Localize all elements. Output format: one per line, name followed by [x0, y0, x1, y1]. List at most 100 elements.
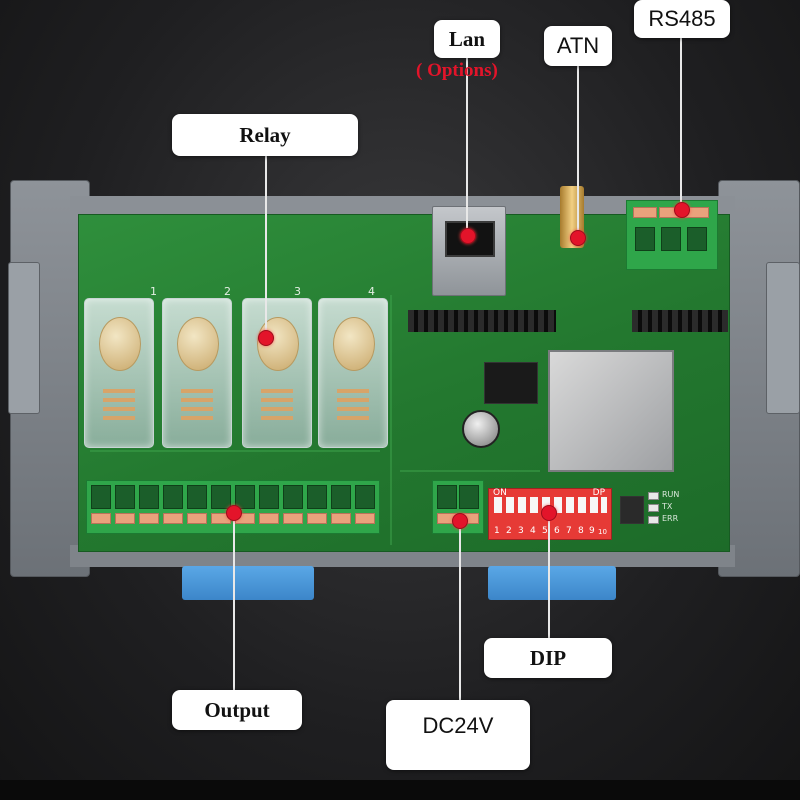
dip-number: 2: [506, 526, 512, 536]
led-tx: [648, 504, 659, 512]
led-label-run: RUN: [662, 490, 680, 499]
terminal-screw: [91, 485, 111, 509]
terminal-pin: [259, 513, 279, 524]
din-clip-left: [182, 566, 314, 600]
pin-header-row: [632, 310, 728, 332]
terminal-screw: [459, 485, 479, 509]
rs485-callout: RS485: [634, 0, 730, 38]
pcb-trace: [400, 470, 540, 472]
terminal-pin: [283, 513, 303, 524]
atn-callout: ATN: [544, 26, 612, 66]
relay-pins: [103, 389, 135, 425]
leader-line-dc24v: [459, 520, 461, 706]
dip-number: 9: [589, 526, 595, 536]
dip-number: 4: [530, 526, 536, 536]
dip-toggle: [601, 497, 607, 513]
terminal-screw: [163, 485, 183, 509]
dip-number: 1: [494, 526, 500, 536]
dip-toggle: [494, 497, 502, 513]
rs485-label: RS485: [648, 6, 716, 31]
relay-pins: [337, 389, 369, 425]
relay-3: [242, 298, 312, 448]
dip-callout: DIP: [484, 638, 612, 678]
terminal-screw: [235, 485, 255, 509]
dip-number: 10: [598, 528, 607, 536]
terminal-screw: [635, 227, 655, 251]
rs485-terminal-block: [626, 200, 718, 270]
lan-port-socket: [445, 221, 495, 257]
dip-number: 5: [542, 526, 548, 536]
dip-number: 6: [554, 526, 560, 536]
leader-line-atn: [577, 60, 579, 238]
right-side-tab: [766, 262, 800, 414]
terminal-pin: [91, 513, 111, 524]
relay-pins: [181, 389, 213, 425]
terminal-pin: [331, 513, 351, 524]
relay-4: [318, 298, 388, 448]
pin-header-row: [408, 310, 556, 332]
terminal-screw: [139, 485, 159, 509]
bottom-shadow-bar: [0, 780, 800, 800]
dip-toggle: [518, 497, 526, 513]
marker-atn: [570, 230, 586, 246]
led-label-tx: TX: [662, 502, 673, 511]
marker-dc24v: [452, 513, 468, 529]
dip-dp-label: DP: [592, 488, 605, 498]
terminal-pin: [115, 513, 135, 524]
pcb-trace: [90, 450, 380, 452]
dip-toggle: [590, 497, 598, 513]
relay-coil: [177, 317, 219, 371]
relay-number-3: 3: [294, 285, 301, 298]
marker-rs485: [674, 202, 690, 218]
lan-callout: Lan: [434, 20, 500, 58]
marker-dip: [541, 505, 557, 521]
terminal-pin: [163, 513, 183, 524]
lan-port: [432, 206, 506, 296]
output-callout: Output: [172, 690, 302, 730]
led-err: [648, 516, 659, 524]
dip-toggle: [530, 497, 538, 513]
terminal-screw: [115, 485, 135, 509]
dc24v-callout: DC24V: [386, 700, 530, 770]
terminal-screw: [259, 485, 279, 509]
marker-relay: [258, 330, 274, 346]
reset-button: [620, 496, 644, 524]
relay-callout: Relay: [172, 114, 358, 156]
capacitor: [462, 410, 500, 448]
din-clip-right: [488, 566, 616, 600]
terminal-screw: [355, 485, 375, 509]
relay-1: [84, 298, 154, 448]
leader-line-rs485: [680, 38, 682, 210]
terminal-screw: [687, 227, 707, 251]
relay-coil: [333, 317, 375, 371]
dip-on-label: ON: [493, 488, 507, 498]
dip-number: 8: [578, 526, 584, 536]
dip-label: DIP: [529, 645, 567, 670]
terminal-screw: [187, 485, 207, 509]
terminal-pin: [355, 513, 375, 524]
terminal-screw: [437, 485, 457, 509]
dip-toggle: [566, 497, 574, 513]
terminal-screw: [661, 227, 681, 251]
output-label: Output: [204, 697, 270, 722]
terminal-screw: [283, 485, 303, 509]
wireless-module: [548, 350, 674, 472]
relay-number-2: 2: [224, 285, 231, 298]
led-label-err: ERR: [662, 514, 679, 523]
dip-toggle: [578, 497, 586, 513]
leader-line-output: [233, 512, 235, 692]
ic-chip: [484, 362, 538, 404]
relay-coil: [99, 317, 141, 371]
dip-number: 3: [518, 526, 524, 536]
terminal-pin: [633, 207, 657, 218]
leader-line-dip: [548, 512, 550, 642]
relay-number-1: 1: [150, 285, 157, 298]
relay-number-4: 4: [368, 285, 375, 298]
relay-label: Relay: [239, 122, 291, 147]
atn-label: ATN: [556, 33, 600, 58]
left-side-tab: [8, 262, 40, 414]
terminal-screw: [307, 485, 327, 509]
terminal-screw: [211, 485, 231, 509]
leader-line-relay: [265, 156, 267, 338]
